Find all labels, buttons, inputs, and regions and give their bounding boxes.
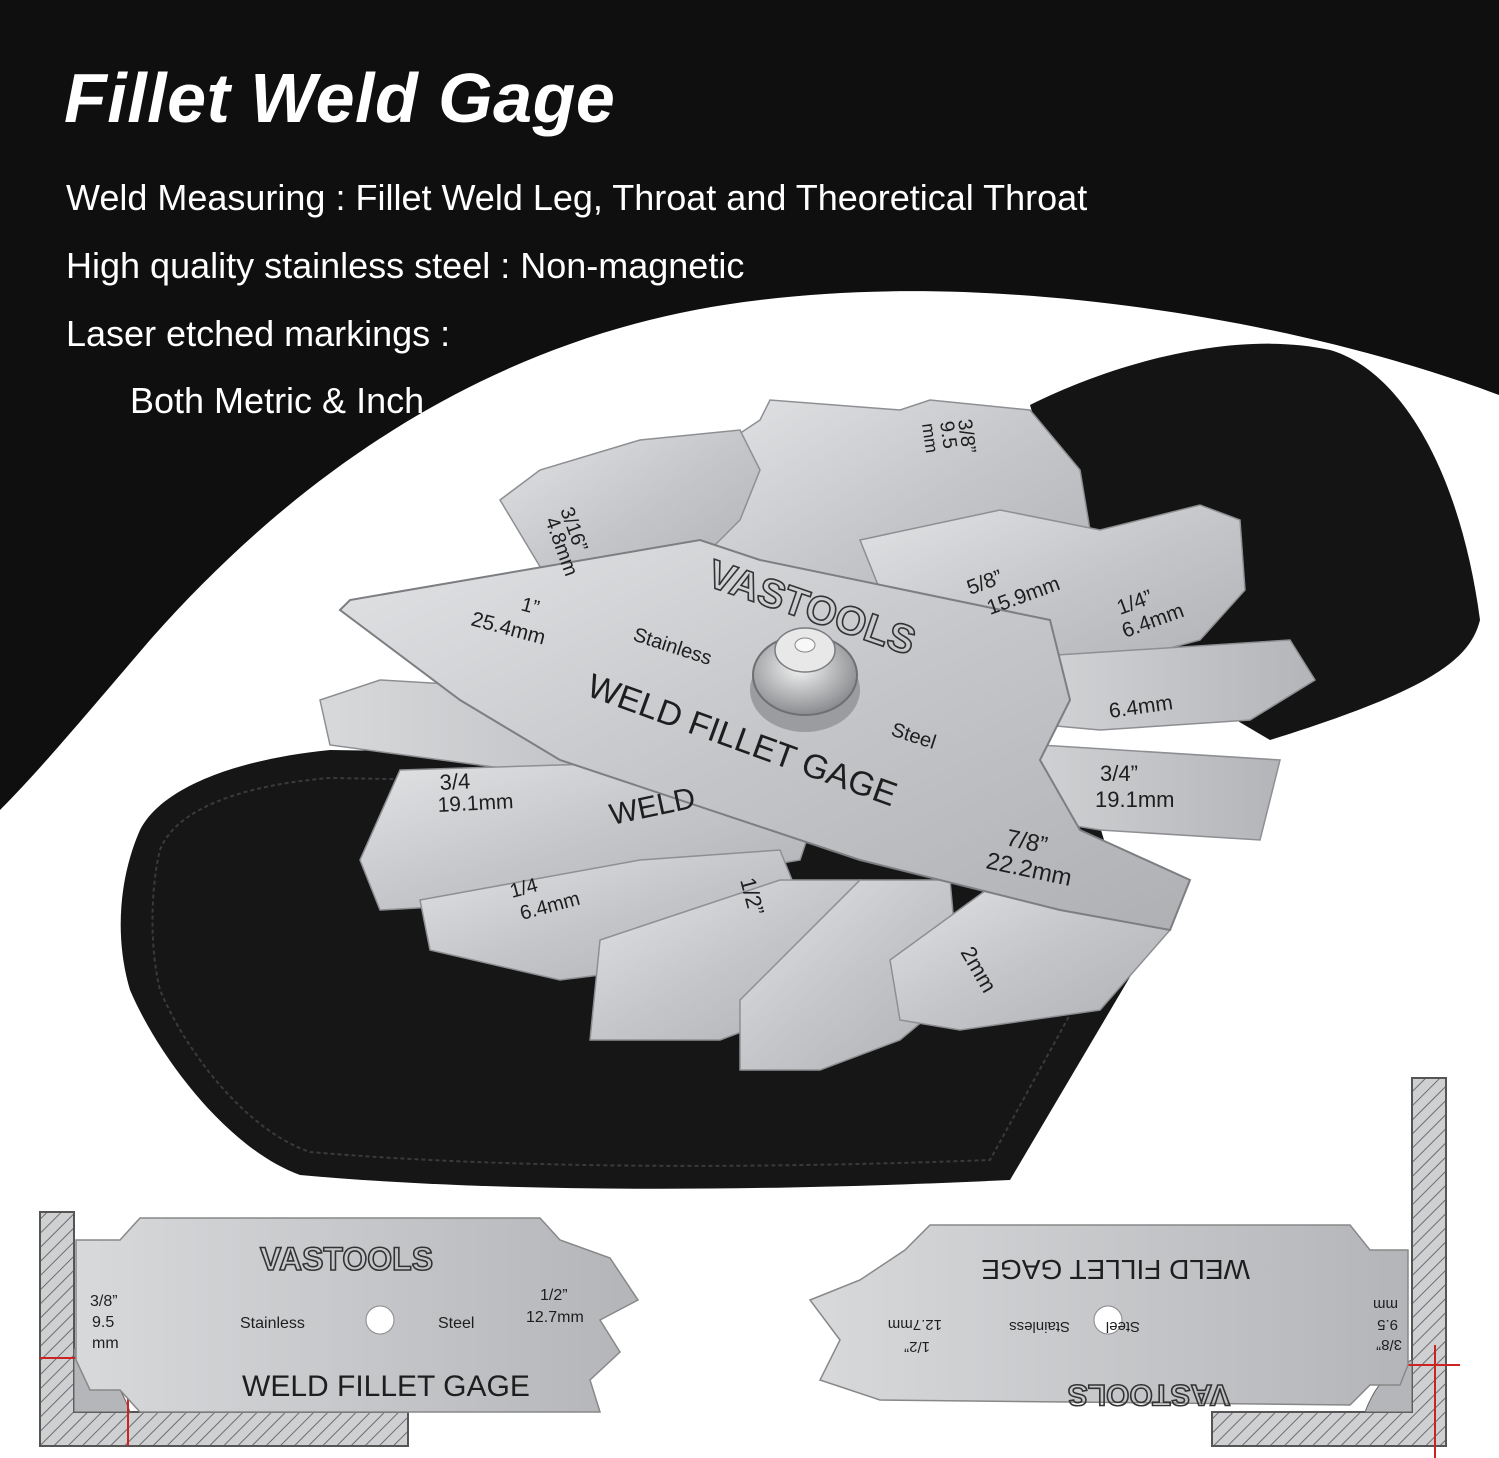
label-3-4-in: 3/4” (1100, 761, 1138, 786)
page-title: Fillet Weld Gage (64, 59, 616, 137)
demo-left-name: WELD FILLET GAGE (242, 1370, 530, 1403)
demo-right: WELD FILLET GAGE Stainless Steel VASTOOL… (808, 1077, 1460, 1458)
feature-material: High quality stainless steel : Non-magne… (66, 245, 745, 286)
label-3-4-alt-mm: 19.1mm (437, 790, 514, 817)
label-3-8-in: 3/8” (953, 418, 980, 455)
demo-right-3-8-in: 3/8” (1376, 1336, 1402, 1353)
demo-left: VASTOOLS Stainless Steel WELD FILLET GAG… (39, 1211, 640, 1447)
demo-right-stainless: Stainless (1009, 1318, 1070, 1335)
demo-left-mm: 9.5 (92, 1314, 114, 1331)
label-3-8-unit: mm (918, 422, 942, 454)
feature-units: Both Metric & Inch (130, 380, 425, 421)
label-3-8-mm: 9.5 (935, 420, 961, 451)
demo-right-mm: 12.7mm (888, 1316, 942, 1333)
demo-left-steel: Steel (438, 1315, 474, 1332)
demo-left-right-mm: 12.7mm (526, 1309, 584, 1326)
gage-fan (319, 399, 1317, 1071)
demo-left-stainless: Stainless (240, 1315, 305, 1332)
demo-right-steel: Steel (1106, 1318, 1140, 1335)
demo-left-in: 3/8” (90, 1293, 118, 1310)
demo-right-3-8-mm: 9.5 (1377, 1316, 1398, 1333)
demo-left-unit: mm (92, 1335, 119, 1352)
thumb-screw-knob (750, 627, 860, 732)
feature-markings: Laser etched markings : (66, 313, 451, 354)
label-3-4-mm: 19.1mm (1095, 787, 1174, 812)
label-3-4-alt-in: 3/4 (439, 768, 471, 795)
feature-weld-measuring: Weld Measuring : Fillet Weld Leg, Throat… (66, 177, 1088, 218)
demo-right-3-8-unit: mm (1373, 1296, 1398, 1313)
demo-left-brand: VASTOOLS (260, 1241, 433, 1277)
demo-left-right-in: 1/2” (540, 1287, 568, 1304)
demo-right-in: 1/2” (904, 1338, 930, 1355)
demo-right-name: WELD FILLET GAGE (981, 1254, 1250, 1285)
label-1-in: 1” (519, 594, 542, 620)
demo-right-brand: VASTOOLS (1068, 1378, 1230, 1411)
